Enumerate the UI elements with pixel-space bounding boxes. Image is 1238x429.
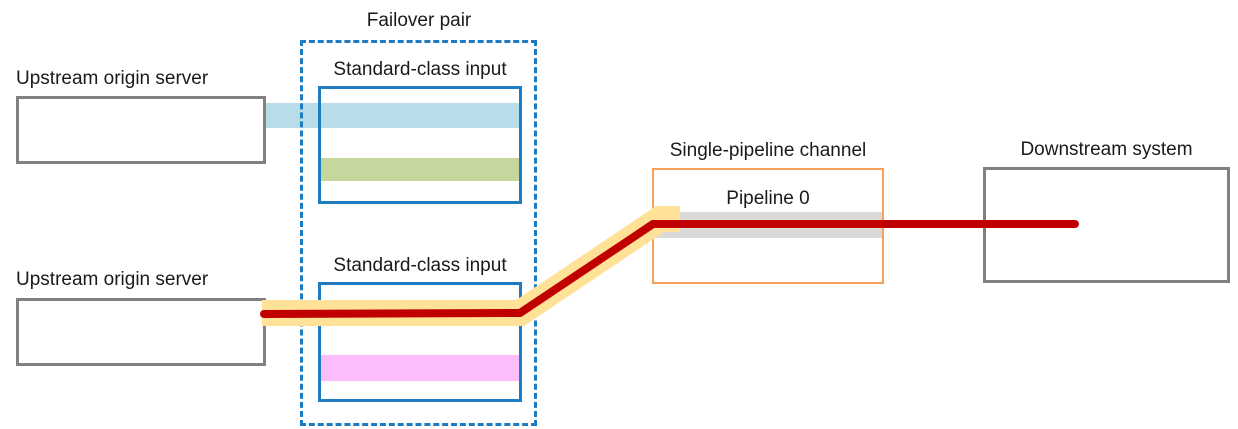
- downstream-system-label: Downstream system: [1020, 139, 1193, 160]
- downstream-system-box[interactable]: [983, 167, 1230, 283]
- standard-class-input-top-box[interactable]: [318, 86, 522, 204]
- failover-pair-label: Failover pair: [366, 10, 472, 31]
- upstream-origin-server-bottom-label: Upstream origin server: [16, 269, 209, 290]
- single-pipeline-channel-label: Single-pipeline channel: [669, 140, 867, 161]
- upstream-origin-server-bottom-box[interactable]: [16, 298, 266, 366]
- single-pipeline-channel-box[interactable]: [652, 168, 884, 284]
- band-blue-top-stream: [266, 103, 519, 128]
- upstream-origin-server-top-label: Upstream origin server: [16, 68, 209, 89]
- pipeline-0-label: Pipeline 0: [726, 188, 810, 209]
- band-pink-bottom-stream: [321, 355, 519, 381]
- standard-class-input-bottom-label: Standard-class input: [333, 255, 507, 276]
- standard-class-input-top-label: Standard-class input: [333, 59, 507, 80]
- band-green-top-stream: [321, 158, 519, 181]
- origin-top-interior-mask: [20, 100, 262, 160]
- standard-class-input-bottom-box[interactable]: [318, 282, 522, 402]
